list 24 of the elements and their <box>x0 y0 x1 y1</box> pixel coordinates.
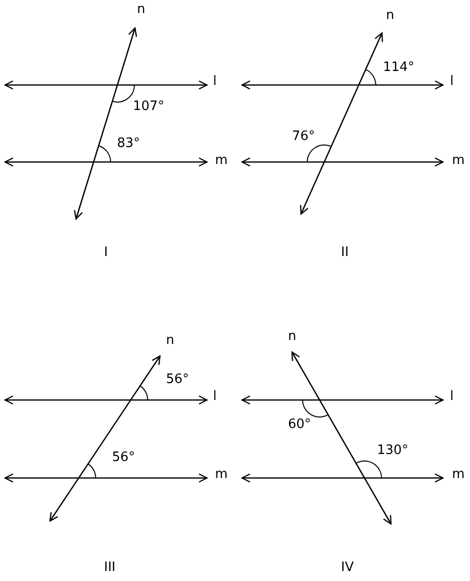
line-label: l <box>450 389 454 404</box>
angle-label: 56° <box>112 450 136 465</box>
angle-label: 114° <box>383 60 414 75</box>
angle-label: 107° <box>133 99 164 114</box>
line-label: m <box>215 153 228 168</box>
line-label: n <box>137 2 146 17</box>
figure-label: IV <box>341 560 354 575</box>
angle-label: 83° <box>117 136 140 151</box>
line-label: l <box>213 389 217 404</box>
line-label: n <box>288 329 296 344</box>
angle-label: 56° <box>166 372 190 387</box>
line-label: m <box>215 467 228 482</box>
line-label: n <box>386 8 394 23</box>
figure-label: III <box>104 560 116 575</box>
line-label: m <box>452 467 465 482</box>
angle-label: 76° <box>292 129 316 144</box>
figure-label: I <box>104 245 108 260</box>
line-label: l <box>450 74 454 89</box>
line-label: m <box>452 153 465 168</box>
line-label: n <box>166 333 174 348</box>
angle-label: 130° <box>377 443 408 458</box>
figure-label: II <box>341 245 349 260</box>
angle-label: 60° <box>288 417 312 432</box>
line-label: l <box>213 74 217 89</box>
